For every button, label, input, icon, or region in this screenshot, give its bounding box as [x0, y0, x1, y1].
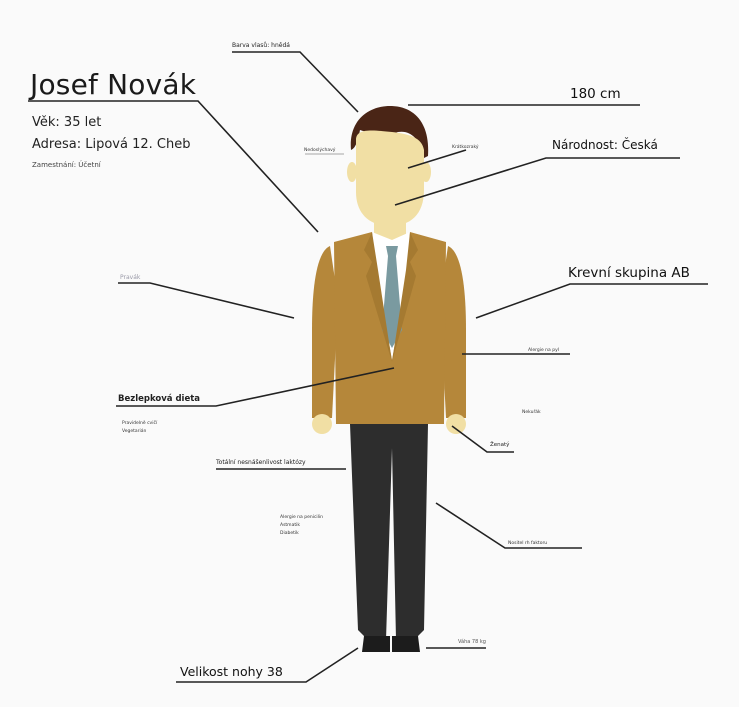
figure-lapel-left — [364, 232, 392, 362]
label-weight: Váha 78 kg — [458, 639, 486, 645]
label-tiny-mid-right: Nekuřák — [522, 410, 541, 415]
person-name: Josef Novák — [30, 68, 197, 101]
person-age: Věk: 35 let — [32, 115, 102, 130]
label-tiny-leg-right: Nositel rh faktoru — [508, 541, 548, 546]
figure-ear-left — [347, 162, 357, 182]
label-tiny-arm-right: Alergie na pyl — [528, 348, 559, 353]
label-tiny-diet-2: Vegetarián — [122, 429, 147, 434]
line-eye — [407, 149, 467, 169]
label-diet: Bezlepková dieta — [118, 394, 201, 404]
label-tiny-leg-left-3: Diabetik — [280, 531, 299, 536]
line-married — [451, 425, 514, 453]
figure-arm-left — [312, 246, 338, 418]
label-tiny-eye: Krátkozraký — [452, 145, 479, 150]
line-blood — [475, 283, 708, 319]
line-hair — [232, 51, 359, 113]
label-height: 180 cm — [570, 86, 621, 102]
line-leg-right — [435, 502, 582, 549]
figure-hand-left — [312, 414, 332, 434]
leader-lines — [28, 51, 708, 683]
line-name — [28, 100, 319, 233]
label-blood-type: Krevní skupina AB — [568, 265, 690, 281]
person-occupation: Zamestnání: Účetní — [32, 161, 101, 169]
label-married: Ženatý — [490, 442, 510, 448]
person-address: Adresa: Lipová 12. Cheb — [32, 137, 191, 152]
figure-hand-right — [446, 414, 466, 434]
label-nationality: Národnost: Česká — [552, 138, 658, 152]
figure-shoe-right — [392, 636, 420, 652]
line-diet — [116, 367, 395, 407]
figure-arm-right — [440, 246, 466, 418]
label-shoe-size: Velikost nohy 38 — [180, 664, 283, 679]
figure-pants — [350, 424, 428, 640]
figure-head — [356, 130, 424, 226]
label-tiny-leg-left-2: Astmatik — [280, 523, 300, 528]
line-shoe — [176, 647, 359, 683]
line-nationality — [394, 157, 680, 206]
label-tiny-leg-left-1: Alergie na penicilin — [280, 515, 324, 520]
label-tiny-head-left: Nedoslýchavý — [304, 148, 336, 153]
label-tiny-diet-1: Pravidelně cvičí — [122, 421, 158, 426]
line-left-arm — [118, 282, 295, 319]
figure-lapel-right — [392, 232, 418, 362]
label-lactose: Totální nesnášenlivost laktózy — [216, 459, 306, 466]
label-left-profile: Pravák — [120, 274, 141, 281]
label-hair-color: Barva vlasů: hnědá — [232, 42, 290, 49]
figure-shoe-left — [362, 636, 390, 652]
figure-tie — [382, 246, 402, 348]
